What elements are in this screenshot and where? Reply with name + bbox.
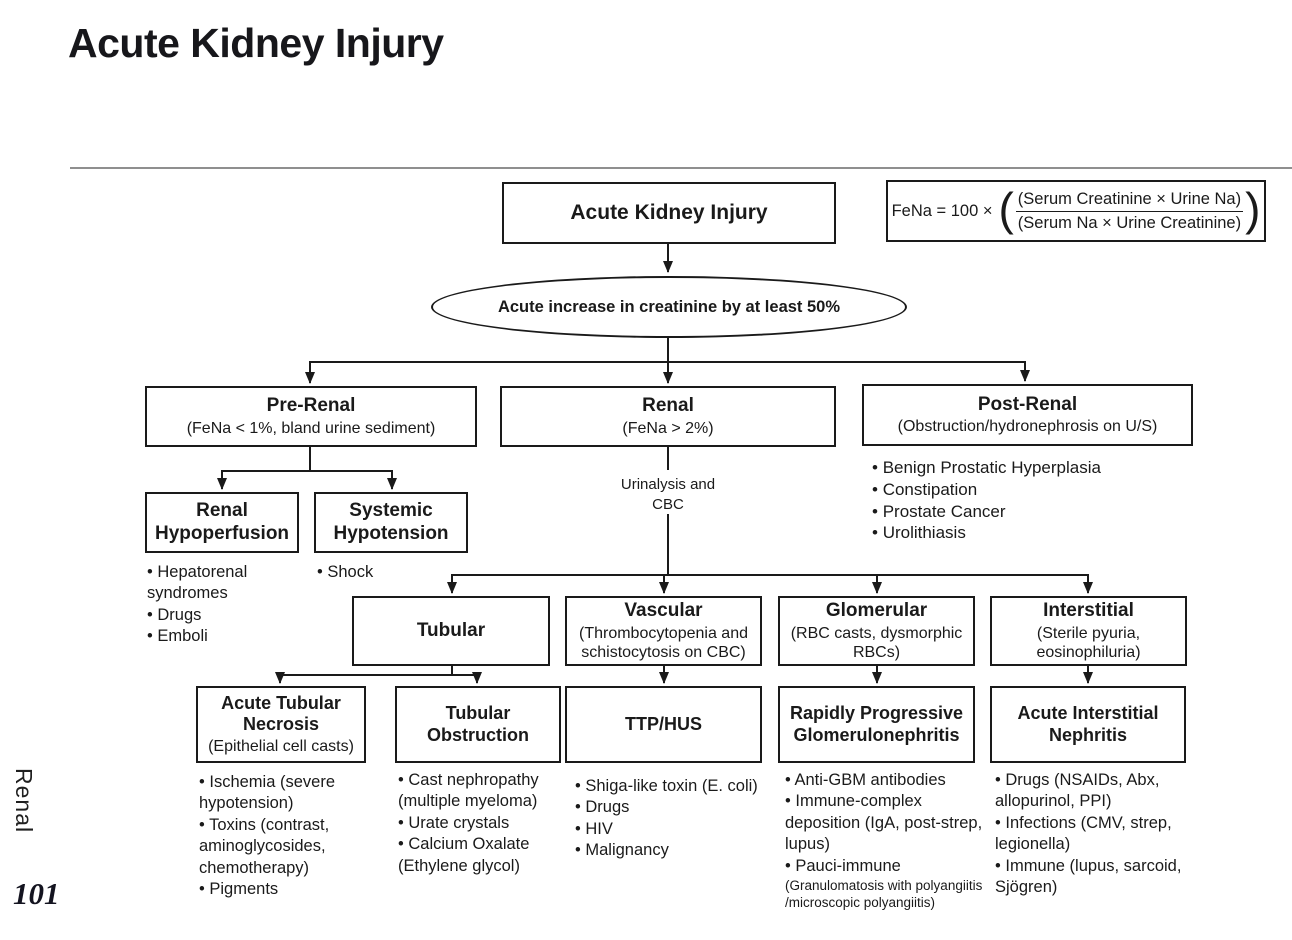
- systemic-hypotension-bullets: Shock: [317, 562, 457, 583]
- node-title: Acute Tubular Necrosis: [221, 692, 341, 735]
- fena-formula-box: FeNa = 100 × (Serum Creatinine × Urine N…: [886, 180, 1266, 242]
- atn-bullets: Ischemia (severe hypotension) Toxins (co…: [199, 772, 377, 901]
- node-title: Systemic Hypotension: [333, 500, 449, 544]
- bullet-item: Pauci-immune: [785, 856, 983, 877]
- bullet-item: Urate crystals: [398, 813, 578, 834]
- node-title: Interstitial: [1043, 600, 1134, 622]
- node-title: Pre-Renal: [266, 395, 356, 417]
- bullet-item: Cast nephropathy (multiple myeloma): [398, 770, 578, 813]
- node-pre-renal: Pre-Renal (FeNa < 1%, bland urine sedime…: [145, 386, 477, 447]
- header-divider: [70, 167, 1292, 169]
- node-criteria-ellipse: Acute increase in creatinine by at least…: [431, 276, 907, 338]
- formula-numerator: (Serum Creatinine × Urine Na): [1015, 190, 1244, 212]
- node-subtitle: (Thrombocytopenia and schistocytosis on …: [579, 624, 748, 661]
- node-subtitle: (FeNa < 1%, bland urine sediment): [186, 419, 436, 437]
- node-title: Acute Interstitial Nephritis: [1017, 702, 1159, 745]
- renal-hypoperfusion-bullets: Hepatorenal syndromes Drugs Emboli: [147, 562, 312, 648]
- node-subtitle: (Obstruction/hydronephrosis on U/S): [897, 418, 1158, 436]
- bullet-item: Toxins (contrast, aminoglycosides, chemo…: [199, 815, 377, 879]
- chapter-sidebar-label: Renal: [11, 768, 37, 834]
- node-vascular: Vascular (Thrombocytopenia and schistocy…: [565, 596, 762, 666]
- post-renal-bullets: Benign Prostatic Hyperplasia Constipatio…: [872, 457, 1192, 544]
- node-title: Rapidly Progressive Glomerulonephritis: [789, 702, 964, 745]
- bullet-item: Drugs: [147, 605, 312, 626]
- node-tubular-obstruction: Tubular Obstruction: [395, 686, 561, 763]
- bullet-item: Immune-complex deposition (IgA, post-str…: [785, 791, 983, 855]
- bullet-item: Pigments: [199, 879, 377, 900]
- formula-lhs: FeNa = 100 ×: [891, 201, 993, 220]
- bullet-item: Drugs (NSAIDs, Abx, allopurinol, PPI): [995, 770, 1200, 813]
- bullet-item: Immune (lupus, sarcoid, Sjögren): [995, 856, 1200, 899]
- ttp-hus-bullets: Shiga-like toxin (E. coli) Drugs HIV Mal…: [575, 776, 780, 862]
- bullet-item: Hepatorenal syndromes: [147, 562, 312, 605]
- bullet-item: Anti-GBM antibodies: [785, 770, 983, 791]
- criteria-text: Acute increase in creatinine by at least…: [497, 297, 841, 316]
- node-title: Renal: [642, 395, 694, 417]
- node-renal-hypoperfusion: Renal Hypoperfusion: [145, 492, 299, 553]
- pauci-immune-note: (Granulomatosis with polyangiitis /micro…: [785, 878, 983, 911]
- node-systemic-hypotension: Systemic Hypotension: [314, 492, 468, 553]
- tubular-obstruction-bullets: Cast nephropathy (multiple myeloma) Urat…: [398, 770, 578, 877]
- node-rpgn: Rapidly Progressive Glomerulonephritis: [778, 686, 975, 763]
- node-interstitial: Interstitial (Sterile pyuria, eosinophil…: [990, 596, 1187, 666]
- node-subtitle: (Sterile pyuria, eosinophiluria): [1036, 624, 1141, 661]
- bullet-item: Constipation: [872, 479, 1192, 501]
- formula-fraction: (Serum Creatinine × Urine Na) (Serum Na …: [1015, 190, 1244, 233]
- page-number: 101: [13, 876, 60, 911]
- node-title: Tubular: [416, 619, 486, 641]
- bullet-item: Malignancy: [575, 840, 780, 861]
- node-subtitle: (Epithelial cell casts): [208, 738, 354, 755]
- node-subtitle: (FeNa > 2%): [622, 419, 714, 437]
- node-tubular: Tubular: [352, 596, 550, 666]
- bullet-item: Prostate Cancer: [872, 501, 1192, 523]
- node-title: Tubular Obstruction: [427, 702, 529, 745]
- node-title: Acute Kidney Injury: [570, 200, 768, 224]
- bullet-item: Benign Prostatic Hyperplasia: [872, 457, 1192, 479]
- node-title: TTP/HUS: [624, 713, 702, 734]
- bullet-item: Shiga-like toxin (E. coli): [575, 776, 780, 797]
- formula-denominator: (Serum Na × Urine Creatinine): [1017, 213, 1242, 232]
- bullet-item: Emboli: [147, 626, 312, 647]
- node-title: Vascular: [624, 600, 703, 622]
- node-glomerular: Glomerular (RBC casts, dysmorphic RBCs): [778, 596, 975, 666]
- node-acute-interstitial-nephritis: Acute Interstitial Nephritis: [990, 686, 1186, 763]
- bullet-item: Calcium Oxalate (Ethylene glycol): [398, 834, 578, 877]
- node-ttp-hus: TTP/HUS: [565, 686, 762, 763]
- rpgn-bullets: Anti-GBM antibodies Immune-complex depos…: [785, 770, 983, 912]
- renal-workup-label: Urinalysis and CBC: [608, 475, 728, 514]
- node-title: Renal Hypoperfusion: [154, 500, 290, 544]
- node-title: Post-Renal: [977, 393, 1078, 415]
- bullet-item: HIV: [575, 819, 780, 840]
- bullet-item: Shock: [317, 562, 457, 583]
- bullet-item: Infections (CMV, strep, legionella): [995, 813, 1200, 856]
- node-subtitle: (RBC casts, dysmorphic RBCs): [790, 624, 963, 661]
- node-acute-tubular-necrosis: Acute Tubular Necrosis (Epithelial cell …: [196, 686, 366, 763]
- node-post-renal: Post-Renal (Obstruction/hydronephrosis o…: [862, 384, 1193, 446]
- node-renal: Renal (FeNa > 2%): [500, 386, 836, 447]
- page-title: Acute Kidney Injury: [68, 20, 444, 66]
- bullet-item: Ischemia (severe hypotension): [199, 772, 377, 815]
- node-title: Glomerular: [825, 600, 928, 622]
- ain-bullets: Drugs (NSAIDs, Abx, allopurinol, PPI) In…: [995, 770, 1200, 899]
- bullet-item: Urolithiasis: [872, 522, 1192, 544]
- bullet-item: Drugs: [575, 797, 780, 818]
- node-acute-kidney-injury: Acute Kidney Injury: [502, 182, 836, 244]
